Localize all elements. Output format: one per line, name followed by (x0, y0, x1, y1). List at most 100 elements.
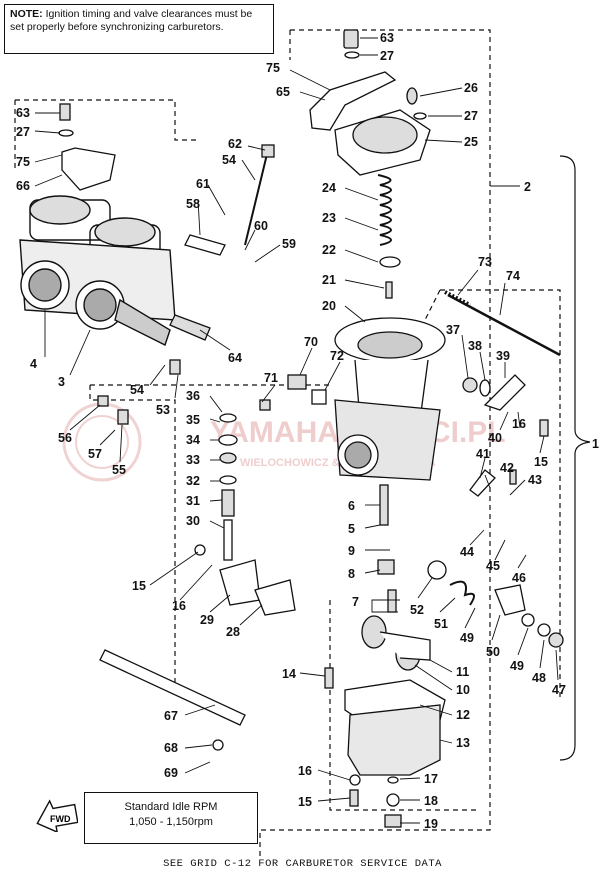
label-73: 73 (478, 255, 492, 269)
label-60: 60 (254, 219, 268, 233)
label-9: 9 (348, 544, 355, 558)
label-54: 54 (222, 153, 236, 167)
label-49: 49 (460, 631, 474, 645)
group-box-main (89, 190, 491, 860)
idle-rpm-value: 1,050 - 1,150rpm (129, 816, 213, 828)
part-labels: 63 27 75 65 26 27 25 63 27 75 66 62 54 6… (16, 31, 599, 831)
label-16: 16 (172, 599, 186, 613)
label-35: 35 (186, 413, 200, 427)
label-72: 72 (330, 349, 344, 363)
label-42: 42 (500, 461, 514, 475)
label-54: 54 (130, 383, 144, 397)
label-17: 17 (424, 772, 438, 786)
label-34: 34 (186, 433, 200, 447)
label-41: 41 (476, 447, 490, 461)
label-33: 33 (186, 453, 200, 467)
label-37: 37 (446, 323, 460, 337)
label-69: 69 (164, 766, 178, 780)
twin-carburetor-assembly (19, 195, 176, 346)
label-25: 25 (464, 135, 478, 149)
note-box: NOTE: Ignition timing and valve clearanc… (4, 4, 274, 54)
label-53: 53 (156, 403, 170, 417)
label-36: 36 (186, 389, 200, 403)
label-45: 45 (486, 559, 500, 573)
label-8: 8 (348, 567, 355, 581)
fwd-arrow-icon: FWD (36, 799, 78, 832)
group-box-left (14, 99, 200, 170)
label-16: 16 (512, 417, 526, 431)
label-57: 57 (88, 447, 102, 461)
fwd-label: FWD (50, 814, 71, 824)
label-26: 26 (464, 81, 478, 95)
label-32: 32 (186, 474, 200, 488)
label-3: 3 (58, 375, 65, 389)
group-box-right (419, 289, 561, 700)
label-40: 40 (488, 431, 502, 445)
label-23: 23 (322, 211, 336, 225)
label-71: 71 (264, 371, 278, 385)
label-52: 52 (410, 603, 424, 617)
label-44: 44 (460, 545, 474, 559)
label-58: 58 (186, 197, 200, 211)
note-heading: NOTE: (10, 8, 43, 20)
service-data-caption: SEE GRID C-12 FOR CARBURETOR SERVICE DAT… (163, 858, 442, 870)
label-27: 27 (16, 125, 30, 139)
label-10: 10 (456, 683, 470, 697)
label-29: 29 (200, 613, 214, 627)
label-6: 6 (348, 499, 355, 513)
label-55: 55 (112, 463, 126, 477)
label-63: 63 (380, 31, 394, 45)
label-62: 62 (228, 137, 242, 151)
label-31: 31 (186, 494, 200, 508)
label-15: 15 (132, 579, 146, 593)
label-7: 7 (352, 595, 359, 609)
label-65: 65 (276, 85, 290, 99)
label-1: 1 (592, 437, 599, 451)
label-28: 28 (226, 625, 240, 639)
label-75: 75 (16, 155, 30, 169)
label-68: 68 (164, 741, 178, 755)
label-11: 11 (456, 665, 469, 679)
label-48: 48 (532, 671, 546, 685)
label-50: 50 (486, 645, 500, 659)
label-39: 39 (496, 349, 510, 363)
label-30: 30 (186, 514, 200, 528)
label-27: 27 (380, 49, 394, 63)
label-66: 66 (16, 179, 30, 193)
label-24: 24 (322, 181, 336, 195)
label-46: 46 (512, 571, 526, 585)
label-15: 15 (298, 795, 312, 809)
label-75: 75 (266, 61, 280, 75)
label-56: 56 (58, 431, 72, 445)
top-linkage-parts (58, 29, 431, 191)
carburetor-body (334, 174, 446, 613)
label-59: 59 (282, 237, 296, 251)
label-22: 22 (322, 243, 336, 257)
label-61: 61 (196, 177, 210, 191)
label-64: 64 (228, 351, 242, 365)
label-49: 49 (510, 659, 524, 673)
label-2: 2 (524, 180, 531, 194)
float-bowl-parts (324, 615, 446, 828)
label-16: 16 (298, 764, 312, 778)
label-14: 14 (282, 667, 296, 681)
label-38: 38 (468, 339, 482, 353)
label-27: 27 (464, 109, 478, 123)
idle-rpm-title: Standard Idle RPM (124, 801, 218, 813)
label-67: 67 (164, 709, 178, 723)
label-19: 19 (424, 817, 438, 831)
label-5: 5 (348, 522, 355, 536)
small-parts (97, 144, 549, 751)
label-74: 74 (506, 269, 520, 283)
label-47: 47 (552, 683, 566, 697)
label-13: 13 (456, 736, 470, 750)
label-21: 21 (322, 273, 336, 287)
leader-lines (34, 37, 559, 824)
label-63: 63 (16, 106, 30, 120)
throttle-linkage (427, 290, 564, 648)
label-4: 4 (30, 357, 37, 371)
idle-rpm-box: Standard Idle RPM 1,050 - 1,150rpm (84, 792, 258, 844)
label-70: 70 (304, 335, 318, 349)
